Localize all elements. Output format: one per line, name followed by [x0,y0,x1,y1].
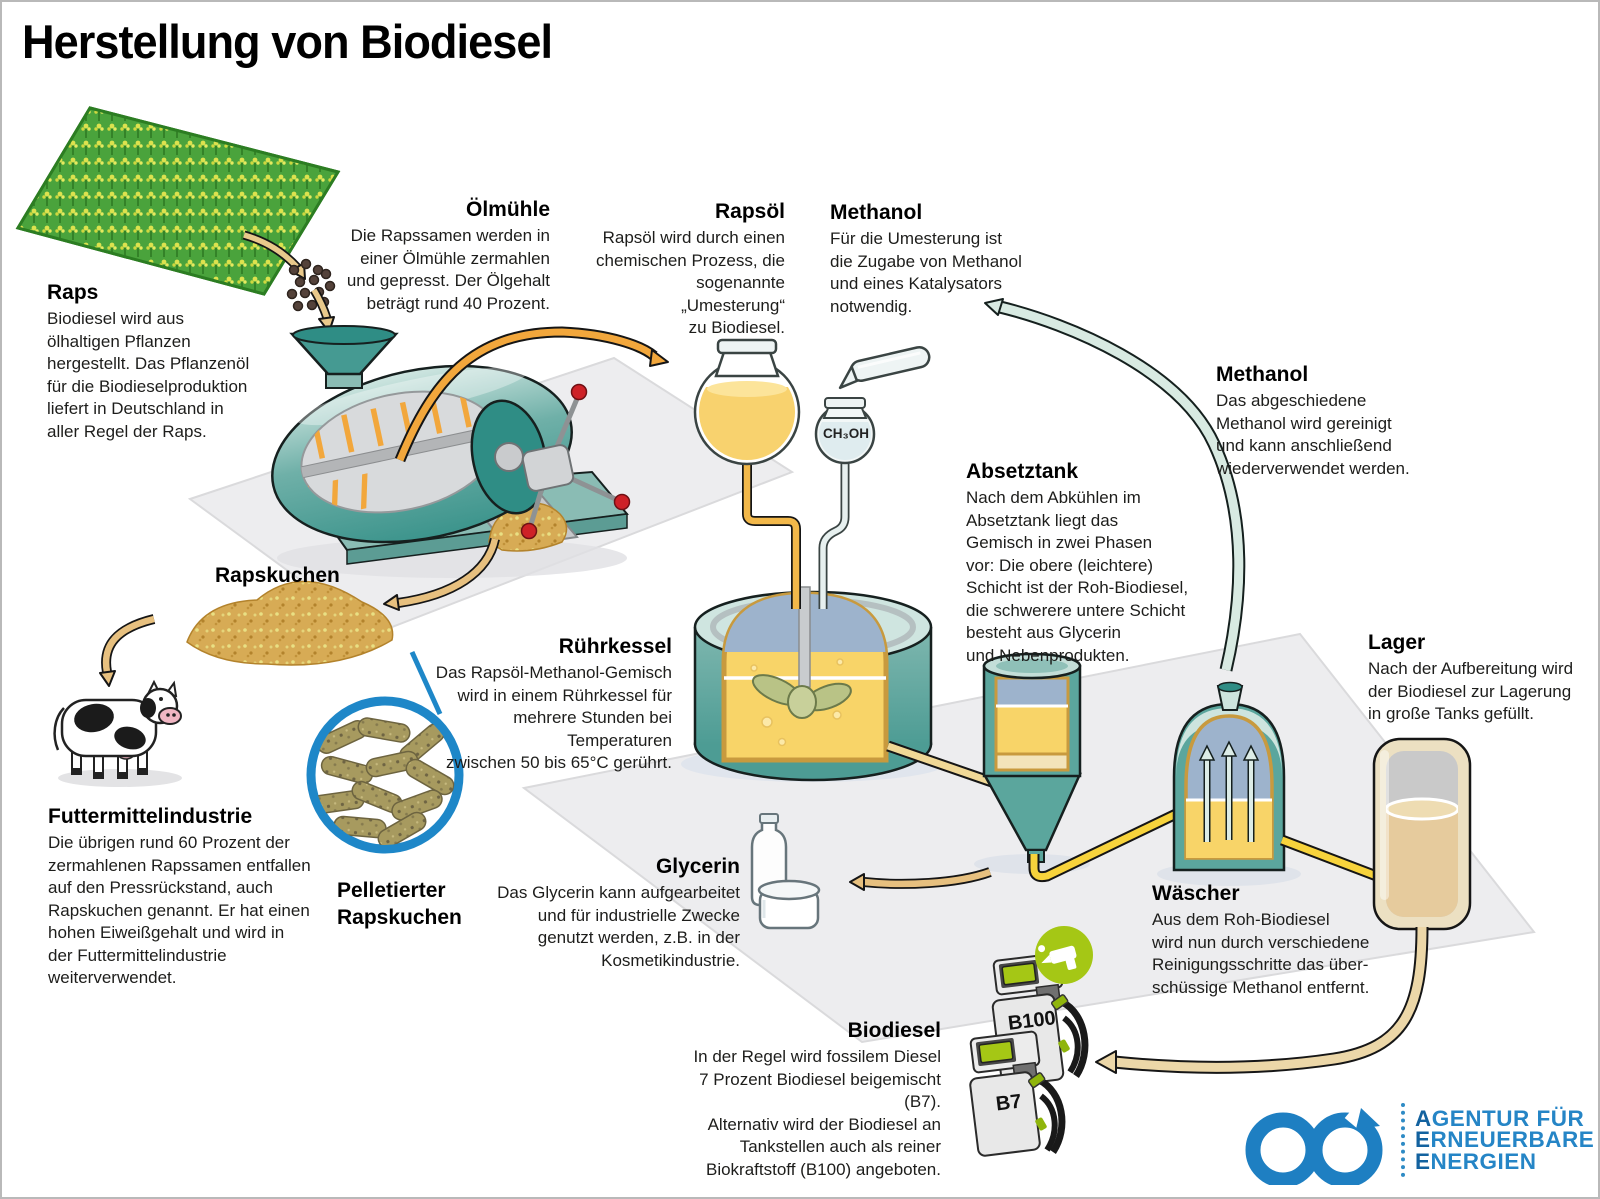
biodiesel-body: In der Regel wird fossilem Diesel 7 Proz… [693,1047,941,1179]
oelmuehle-text-block: Ölmühle Die Rapssamen werden in einer Öl… [332,197,550,315]
rapskuchen-label: Rapskuchen [215,564,340,587]
rapsoel-body: Rapsöl wird durch einen chemischen Proze… [596,228,785,337]
glycerin-containers-illustration [750,813,821,930]
cow-illustration [53,679,182,787]
lager-tank-illustration [1372,737,1472,931]
absetztank-body: Nach dem Abkühlen im Absetztank liegt da… [966,488,1189,665]
pump-b7 [969,1030,1066,1157]
vapor-arrows-icon [1198,740,1260,842]
pellet-label: Pelletierter Rapskuchen [337,879,462,929]
ruehrkessel-vessel-illustration [681,586,945,782]
agency-logo: AGENTUR FÜR ERNEUERBARE ENERGIEN [1245,1095,1594,1185]
pipe-waescher-to-lager [1280,834,1389,886]
mill-funnel [289,325,399,389]
logo-text-line: AGENTUR FÜR [1415,1105,1585,1131]
methanol-recycle-body: Das abgeschiedene Methanol wird gereinig… [1216,391,1410,478]
methanol-recycle-text-block: Methanol Das abgeschiedene Methanol wird… [1216,362,1446,480]
page-title: Herstellung von Biodiesel [22,15,553,68]
rapsoel-heading: Rapsöl [714,200,785,223]
absetztank-heading: Absetztank [966,460,1079,483]
arrow-field-to-seeds-icon [242,230,306,280]
methanol-in-heading: Methanol [830,201,923,224]
futtermittel-body: Die übrigen rund 60 Prozent der zermahle… [48,833,311,987]
fuel-pumps-illustration [969,926,1093,1157]
lager-text-block: Lager Nach der Aufbereitung wird der Bio… [1368,630,1583,726]
pipe-rapsoel-to-kessel [742,462,801,609]
rapeseed-seeds-illustration [286,258,336,312]
methanol-in-text-block: Methanol Für die Umesterung ist die Zuga… [830,200,1030,318]
pellet-magnifier-illustration [306,696,464,854]
pipe-kessel-to-absetztank [886,740,994,788]
methanol-recycle-heading: Methanol [1216,363,1309,386]
logo-text-line: ERNEUERBARE [1415,1127,1595,1153]
magnifier-leader-line [409,650,443,716]
ruehrkessel-heading: Rührkessel [558,635,672,658]
pipe-absetztank-to-waescher [1028,809,1179,883]
pipe-lager-to-pumps [1095,926,1429,1074]
oelmuehle-body: Die Rapssamen werden in einer Ölmühle ze… [346,226,550,313]
pipe-oil-to-flask [394,326,669,463]
raps-heading: Raps [47,281,99,304]
rapskuchen-pile-illustration [186,580,443,716]
raps-body: Biodiesel wird aus ölhaltigen Pflanzen h… [47,309,250,441]
mill-crank [520,383,631,540]
methanol-beaker-illustration [814,397,876,465]
methanol-in-body: Für die Umesterung ist die Zugabe von Me… [830,229,1022,316]
methanol-return-pipe [984,298,1246,672]
fuel-nozzle-badge-icon [1035,926,1093,984]
arrow-mill-to-rapskuchen-icon [383,537,500,611]
lager-heading: Lager [1368,631,1426,654]
logo-text: AGENTUR FÜR ERNEUERBARE ENERGIEN [1415,1105,1595,1174]
futtermittel-heading: Futtermittelindustrie [48,805,253,828]
glycerin-text-block: Glycerin Das Glycerin kann aufgearbeitet… [494,854,740,972]
ruehrkessel-body: Das Rapsöl-Methanol-Gemisch wird in eine… [435,663,672,772]
logo-divider [1401,1103,1405,1177]
rapsoel-text-block: Rapsöl Rapsöl wird durch einen chemische… [593,199,785,340]
arrow-rapskuchen-to-cow-icon [99,614,156,687]
pouring-tube-illustration [838,346,931,390]
ch3oh-formula-label: CH₃OH [823,426,869,441]
waescher-text-block: Wäscher Aus dem Roh-Biodiesel wird nun d… [1152,881,1377,999]
lager-body: Nach der Aufbereitung wird der Biodiesel… [1368,659,1574,723]
raps-text-block: Raps Biodiesel wird aus ölhaltigen Pflan… [47,280,272,443]
glycerin-body: Das Glycerin kann aufgearbeitet und für … [497,883,740,970]
infinity-recycle-icon [1245,1105,1383,1185]
pump-b7-label: B7 [994,1090,1023,1116]
rapeseed-field-illustration [15,106,341,296]
waescher-body: Aus dem Roh-Biodiesel wird nun durch ver… [1152,910,1370,997]
absetztank-vessel-illustration [974,652,1090,874]
glycerin-heading: Glycerin [655,855,740,878]
arrow-seeds-to-mill-icon [310,287,335,333]
pipe-methanol-to-kessel [818,464,850,609]
arrow-to-glycerin-icon [849,867,992,891]
waescher-heading: Wäscher [1152,882,1240,905]
waescher-vessel-illustration [1157,681,1301,886]
biodiesel-heading: Biodiesel [847,1019,941,1042]
rapsoel-flask-illustration [693,338,801,466]
ruehrkessel-text-block: Rührkessel Das Rapsöl-Methanol-Gemisch w… [412,634,672,775]
absetztank-text-block: Absetztank Nach dem Abkühlen im Absetzta… [966,459,1206,667]
futtermittel-text-block: Futtermittelindustrie Die übrigen rund 6… [48,804,318,990]
biodiesel-text-block: Biodiesel In der Regel wird fossilem Die… [664,1018,941,1181]
oelmuehle-heading: Ölmühle [465,198,550,221]
logo-text-line: ENERGIEN [1415,1148,1537,1174]
